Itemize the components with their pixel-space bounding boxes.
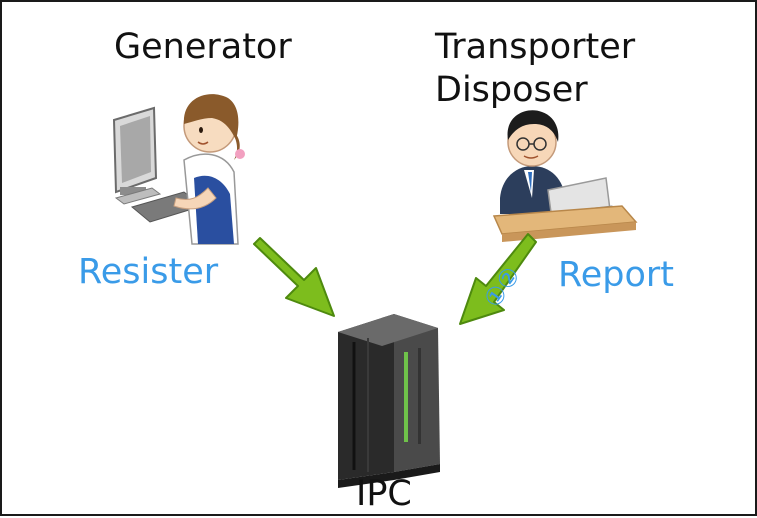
resister-label: Resister [78, 252, 219, 292]
server-tower-icon [338, 314, 440, 488]
transporter-label: Transporter [435, 27, 636, 67]
report-label: Report [558, 255, 675, 295]
woman-at-desktop-computer-icon [112, 94, 245, 245]
resister-arrow [253, 237, 335, 317]
man-at-laptop-icon [492, 110, 638, 242]
generator-label: Generator [114, 27, 292, 67]
report-arrow [459, 233, 537, 325]
disposer-label: Disposer [435, 70, 588, 110]
ipc-label: IPC [356, 474, 412, 514]
